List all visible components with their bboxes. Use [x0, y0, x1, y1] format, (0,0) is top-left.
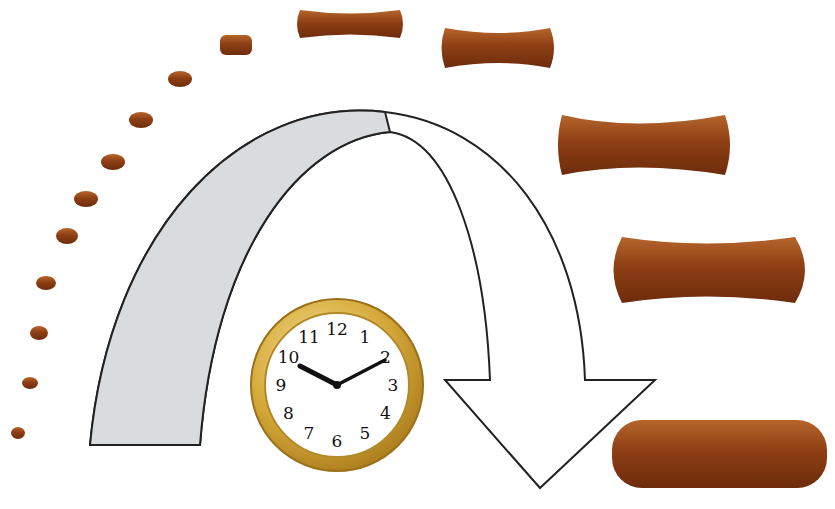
clock-number: 10: [277, 347, 301, 367]
clock-number: 8: [277, 403, 301, 423]
clock-number: 12: [325, 319, 349, 339]
clock-number: 1: [353, 327, 377, 347]
clock-number: 5: [353, 423, 377, 443]
clock-pivot: [333, 381, 341, 389]
clock-number: 4: [373, 403, 397, 423]
clock-number: 7: [297, 423, 321, 443]
clock-rim: [251, 299, 423, 471]
clock-number: 3: [381, 375, 405, 395]
clock-number: 6: [325, 431, 349, 451]
time-arrow: [90, 111, 655, 488]
growing-particles: [11, 10, 827, 488]
clock-number: 11: [297, 327, 321, 347]
clock-number: 2: [373, 347, 397, 367]
hour-hand: [300, 366, 337, 385]
clock-face: [265, 313, 409, 457]
clock-number: 9: [269, 375, 293, 395]
minute-hand: [337, 360, 385, 385]
